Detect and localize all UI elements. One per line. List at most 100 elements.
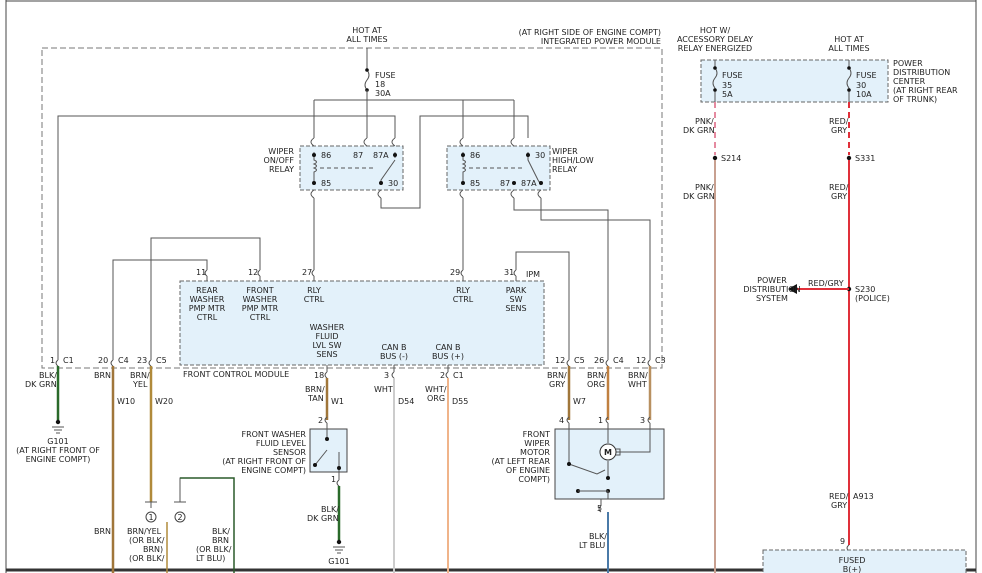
label-blk-dkgrn2-1: BLK/ [321, 505, 339, 514]
label-wht-org-1: WHT/ [425, 385, 447, 394]
fcm-rly-ctrl-1b: CTRL [304, 295, 325, 304]
label-pnk-2: DK GRN [683, 126, 715, 135]
fcm-washer-sens-4: SENS [316, 350, 337, 359]
relay-hilo-dot-87a [539, 181, 543, 185]
fcm-rear-washer-3: PMP MTR [189, 304, 226, 313]
label-brn-yel-2: YEL [132, 380, 148, 389]
fcm-canb-neg-1: CAN B [381, 343, 406, 352]
label-redgry3-1: RED/ [829, 492, 849, 501]
fcm-park-sens-2: SW [510, 295, 523, 304]
splice-s214-dot [712, 155, 718, 161]
ipm-hot-label-2: ALL TIMES [346, 35, 387, 44]
splice-1-circle [145, 511, 157, 523]
fuse30-amp: 10A [856, 90, 872, 99]
pin-9: 9 [840, 537, 845, 546]
fcm-title: FRONT CONTROL MODULE [183, 370, 289, 379]
relay-onoff-pin-87: 87 [353, 151, 363, 160]
relay-hilo-dot-85 [461, 181, 465, 185]
relay-onoff-dot-87a [393, 153, 397, 157]
fuse35-dot-top [713, 66, 717, 70]
fcm-box [179, 280, 545, 366]
motor-name-6: COMPT) [518, 475, 550, 484]
label-brn-org-2: ORG [587, 380, 605, 389]
ground-right-symbol [333, 546, 345, 554]
fuse30-dot-top [847, 66, 851, 70]
conn-pin-1: 1 [50, 356, 55, 365]
sensor-bot-terminal [336, 472, 340, 487]
sensor-dot-3 [337, 466, 341, 470]
fcm-rear-washer-2: WASHER [190, 295, 225, 304]
motor-name-3: MOTOR [520, 448, 550, 457]
label-brn-wht-1: BRN/ [628, 371, 648, 380]
ipm-boundary [41, 47, 663, 369]
label-brnyel-alt-4: (OR BLK/ [129, 554, 165, 563]
fcm-pin-11: 11 [196, 268, 206, 277]
label-brn-wht-2: WHT [628, 380, 647, 389]
label-brn-gry-2: GRY [549, 380, 565, 389]
motor-symbol: M [604, 448, 612, 457]
pdc-hot-all-2: ALL TIMES [828, 44, 869, 53]
motor-name-4: (AT LEFT REAR [492, 457, 551, 466]
motor-park-switch [578, 490, 609, 499]
fuse35-amp: 5A [722, 90, 733, 99]
motor-top-terminals [566, 416, 651, 429]
motor-internal-wiring [568, 429, 651, 478]
fuse30-word: FUSE [856, 71, 877, 80]
ground-left-dot [55, 419, 61, 425]
fuse35-dot-bot [713, 88, 717, 92]
conn-pin-2: 2 [440, 371, 445, 380]
sensor-name-5: ENGINE COMPT) [241, 466, 306, 475]
fused-b-label-1: FUSED [839, 556, 866, 565]
pdc-name-2: DISTRIBUTION [893, 68, 950, 77]
label-w20: W20 [155, 397, 173, 406]
motor-name-2: WIPER [524, 439, 550, 448]
motor-dot-1 [567, 462, 571, 466]
fcm-front-washer-3: PMP MTR [242, 304, 279, 313]
pdc-box [700, 59, 889, 103]
label-brnyel-alt-2: (OR BLK/ [129, 536, 165, 545]
relay-hilo-label-3: RELAY [552, 165, 577, 174]
ground-left-loc-2: ENGINE COMPT) [26, 455, 91, 464]
fcm-pin-29: 29 [450, 268, 460, 277]
label-brn-org-1: BRN/ [587, 371, 607, 380]
sensor-pin-1: 1 [331, 475, 336, 484]
pdc-name-3: CENTER [893, 77, 926, 86]
label-w10: W10 [117, 397, 135, 406]
label-brn-tan-1: BRN/ [305, 385, 325, 394]
fcm-washer-sens-2: FLUID [315, 332, 338, 341]
pdc-hot-acc-3: RELAY ENERGIZED [678, 44, 752, 53]
relay-onoff-coil [312, 152, 317, 185]
conn-pin-12b: 12 [636, 356, 646, 365]
fcm-rear-washer-4: CTRL [197, 313, 218, 322]
label-brnyel-alt-1: BRN/YEL [127, 527, 162, 536]
conn-pin-26: 26 [594, 356, 604, 365]
relay-onoff-pin-85: 85 [321, 179, 331, 188]
conn-pin-23: 23 [137, 356, 147, 365]
relay-onoff-label-3: RELAY [269, 165, 294, 174]
sensor-name-1: FRONT WASHER [241, 430, 306, 439]
label-blkbrn-alt-4: LT BLU) [196, 554, 225, 563]
relay-hilo-label-2: HIGH/LOW [552, 156, 594, 165]
sensor-dot-2 [313, 463, 317, 467]
relay-hilo-dot-86 [461, 153, 465, 157]
relay-hilo-terminals [459, 137, 542, 199]
relay-onoff-pin-30: 30 [388, 179, 398, 188]
wire-hilo-87a [540, 198, 651, 352]
motor-brush [616, 448, 621, 456]
label-pnk2-1: PNK/ [695, 183, 714, 192]
conn-c4-b: C4 [613, 356, 624, 365]
fcm-canb-neg-2: BUS (-) [380, 352, 408, 361]
label-redgry-inline: RED/GRY [808, 279, 844, 288]
label-d55: D55 [452, 397, 468, 406]
pdc-name-5: OF TRUNK) [893, 95, 937, 104]
relay-hilo-pin-86: 86 [470, 151, 480, 160]
label-redgry2-1: RED/ [829, 183, 849, 192]
fcm-top-pin-stubs [206, 276, 517, 281]
relay-hilo-pin-30: 30 [535, 151, 545, 160]
fuse18-number: 18 [375, 80, 385, 89]
relay-onoff-dot-85 [312, 181, 316, 185]
fcm-park-sens-1: PARK [506, 286, 527, 295]
motor-pin-1: 1 [598, 416, 603, 425]
conn-pin-20: 20 [98, 356, 108, 365]
ipm-title: INTEGRATED POWER MODULE [541, 37, 661, 46]
